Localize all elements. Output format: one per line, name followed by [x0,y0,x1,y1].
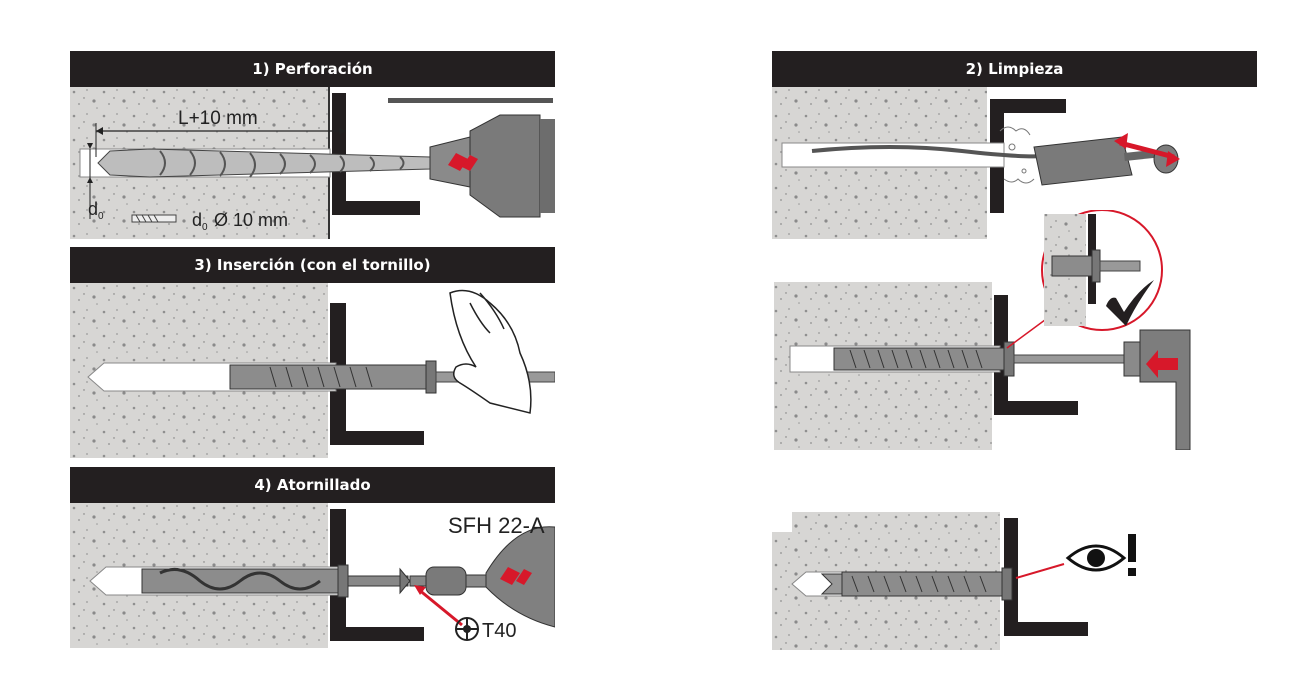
drill-size-label: Ø 10 mm [214,210,288,230]
exclamation-icon [1128,534,1136,576]
step-4-header: 4) Atornillado [70,467,555,503]
blow-pump-tube [811,145,1053,159]
eye-icon [1065,544,1127,572]
fixture-bracket [990,99,1066,213]
step-2-header: 2) Limpieza [772,51,1257,87]
dust-cloud [999,126,1035,184]
step-4-title: 4) Atornillado [254,476,371,494]
step-2-title: 2) Limpieza [965,60,1064,78]
move-arrow-icon [1114,133,1180,167]
detail-magnifier [1041,210,1163,331]
anchor-plug [229,360,437,394]
drill-chuck [429,114,555,218]
step-3-title: 3) Inserción (con el tornillo) [194,256,431,274]
fixture-bracket [330,303,424,445]
bit-size-label: T40 [482,620,516,642]
screwdriver-bit [347,566,487,596]
bit-callout-line [417,587,463,627]
blow-pump [1033,136,1179,186]
step-6-illustration [772,512,1136,650]
step-1-header: 1) Perforación [70,51,555,87]
step-1-title: 1) Perforación [252,60,373,78]
drill-d-subscript: 0 [202,222,208,233]
drill-hole [781,142,1005,168]
hammer-off-icon [500,567,532,585]
hammer-mode-icon [448,153,478,171]
step-3-illustration [70,283,555,458]
product-name-label: SFH 22-A [448,513,545,538]
fixture-bracket [330,509,424,641]
anchor-plug [141,564,349,598]
drill-bit [97,148,431,178]
setting-tool [1123,329,1191,450]
length-label: L+10 mm [178,108,258,129]
fixture-bracket [994,295,1078,415]
inspect-callout-line [1015,563,1065,579]
fixture-bracket [1004,518,1088,636]
step-3-header: 3) Inserción (con el tornillo) [70,247,555,283]
rod [388,98,553,103]
d0-subscript: 0 [98,211,104,222]
check-mark-icon [1106,280,1154,326]
d0-label: d [88,199,98,219]
torx-icon [455,617,479,641]
setting-illustration [774,210,1191,450]
expanded-anchor [820,567,1013,601]
step-1-illustration: L+10 mm d 0 d 0 Ø 10 mm [70,87,555,239]
screw-shaft [1013,354,1125,364]
small-drill-bit-icon [131,214,177,223]
step-4-illustration: SFH 22-A T40 [70,503,555,648]
drill-d-label: d [192,210,202,230]
hand-icon [449,289,532,414]
push-arrow-icon [1146,350,1178,378]
step-2-illustration [772,87,1180,239]
fixture-bracket [332,93,420,215]
